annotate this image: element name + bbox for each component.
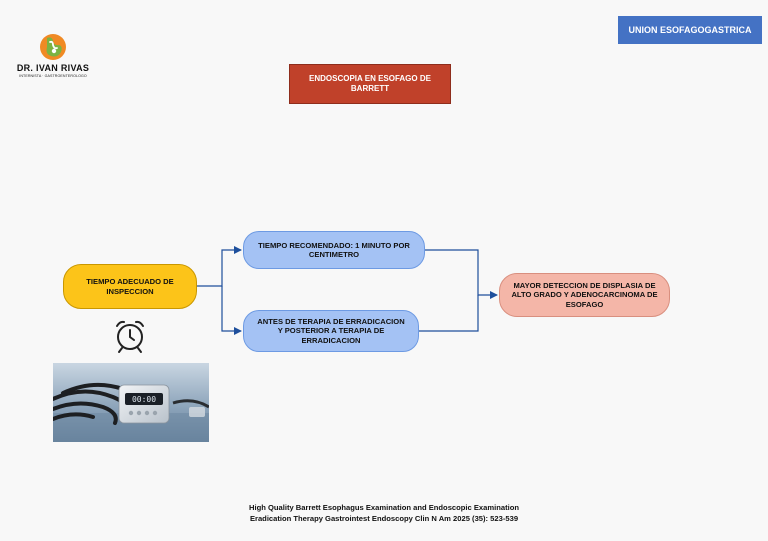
- node-terapia-erradicacion: ANTES DE TERAPIA DE ERRADICACION Y POSTE…: [243, 310, 419, 352]
- alarm-clock-icon: [113, 318, 147, 354]
- connector-top-to-right: [425, 250, 497, 295]
- timer-display: 00:00: [132, 395, 156, 404]
- connector-left-to-top: [197, 250, 241, 286]
- node-mayor-deteccion: MAYOR DETECCION DE DISPLASIA DE ALTO GRA…: [499, 273, 670, 317]
- citation: High Quality Barrett Esophagus Examinati…: [184, 502, 584, 524]
- node-tiempo-adecuado: TIEMPO ADECUADO DE INSPECCION: [63, 264, 197, 309]
- citation-line-2: Eradication Therapy Gastrointest Endosco…: [184, 513, 584, 524]
- endoscope-timer-photo: 00:00: [53, 363, 209, 442]
- connector-left-to-bottom: [222, 286, 241, 331]
- node-tiempo-recomendado: TIEMPO RECOMENDADO: 1 MINUTO POR CENTIME…: [243, 231, 425, 269]
- citation-line-1: High Quality Barrett Esophagus Examinati…: [184, 502, 584, 513]
- connector-bottom-to-right: [419, 295, 478, 331]
